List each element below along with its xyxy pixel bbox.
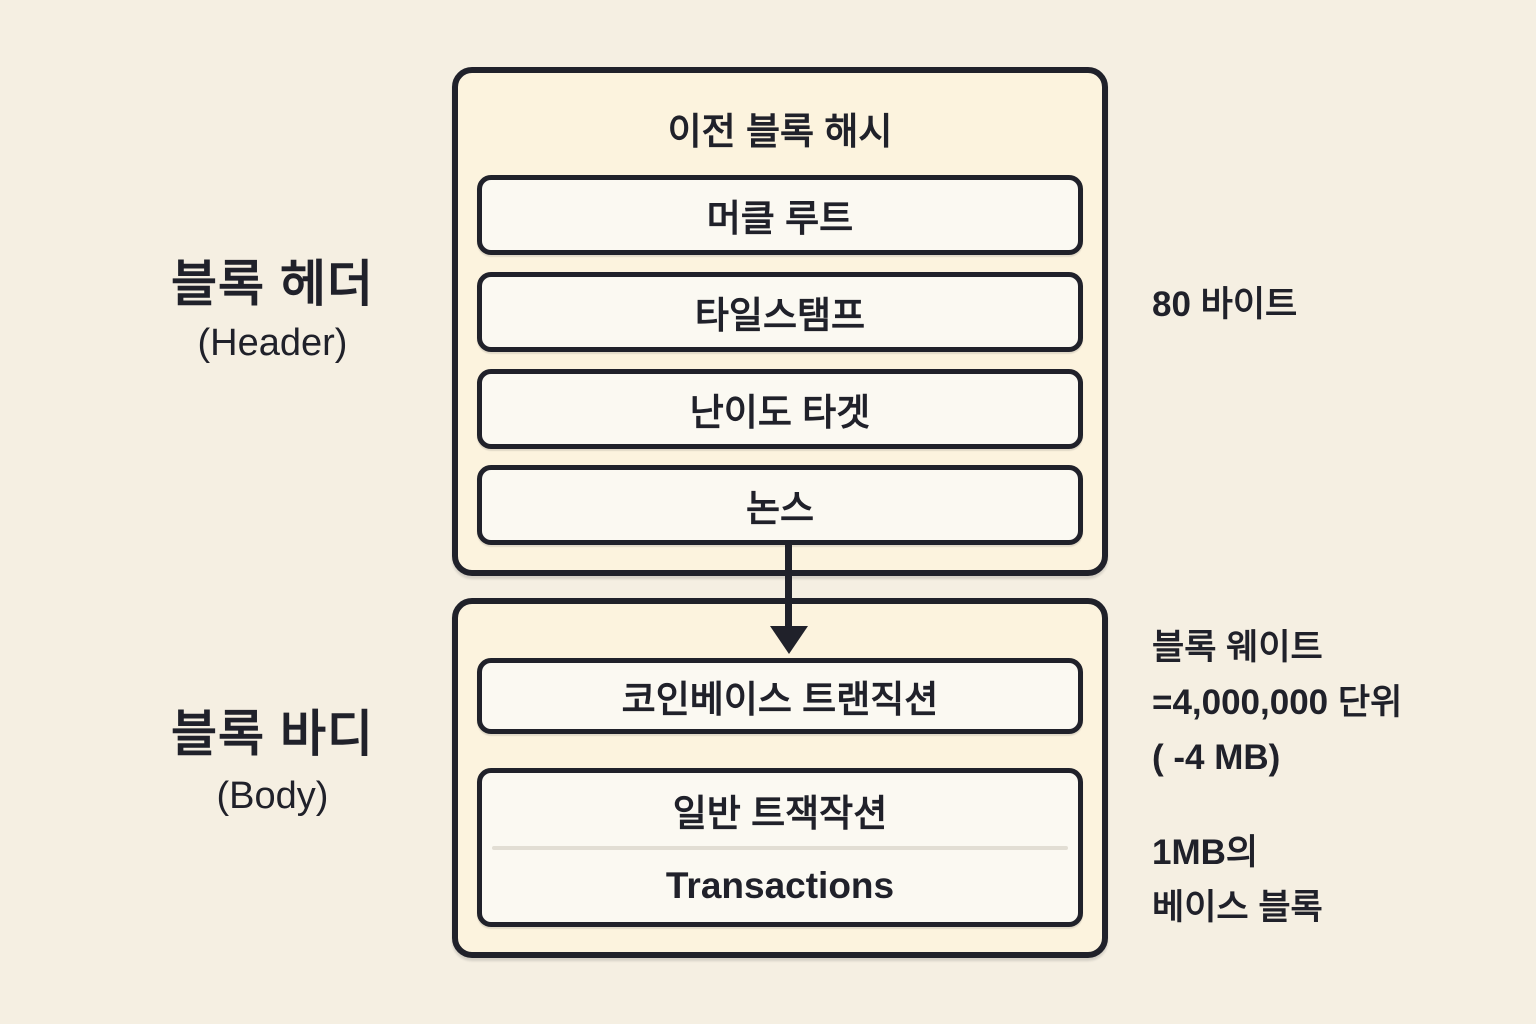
body-section-subtitle: (Body) [216,775,329,817]
transactions-english-label: Transactions [665,865,895,906]
header-size-note: 80 바이트 [1152,285,1298,324]
block-weight-note: 블록 웨이트 =4,000,000 단위 ( -4 MB) [1152,620,1402,785]
arrow-down-icon [770,626,808,654]
timestamp-field: 타일스탬프 [477,272,1083,352]
block-body-box: 코인베이스 트랜직션 일반 트잭작션 Transactions [452,598,1108,958]
block-weight-line-1: 블록 웨이트 [1152,628,1323,667]
base-block-note: 1MB의 베이스 블록 [1152,825,1323,935]
block-weight-line-3: ( -4 MB) [1152,738,1281,777]
divider [492,846,1068,850]
merkle-root-field: 머클 루트 [477,175,1083,255]
nonce-field: 논스 [477,465,1083,545]
base-block-line-2: 베이스 블록 [1152,888,1323,927]
coinbase-transaction-field: 코인베이스 트랜직션 [477,658,1083,734]
body-section-title: 블록 바디 [171,706,374,762]
base-block-line-1: 1MB의 [1152,833,1259,872]
prev-block-hash-label: 이전 블록 해시 [667,111,893,152]
transactions-field: 일반 트잭작션 Transactions [477,768,1083,927]
difficulty-target-field: 난이도 타겟 [477,369,1083,449]
block-weight-line-2: =4,000,000 단위 [1152,683,1403,722]
block-header-box: 이전 블록 해시 머클 루트 타일스탬프 난이도 타겟 논스 [452,67,1108,576]
header-section-subtitle: (Header) [197,322,348,364]
connector-arrow-line [785,540,792,628]
header-section-title: 블록 헤더 [171,256,374,312]
transactions-korean-label: 일반 트잭작션 [672,792,888,834]
